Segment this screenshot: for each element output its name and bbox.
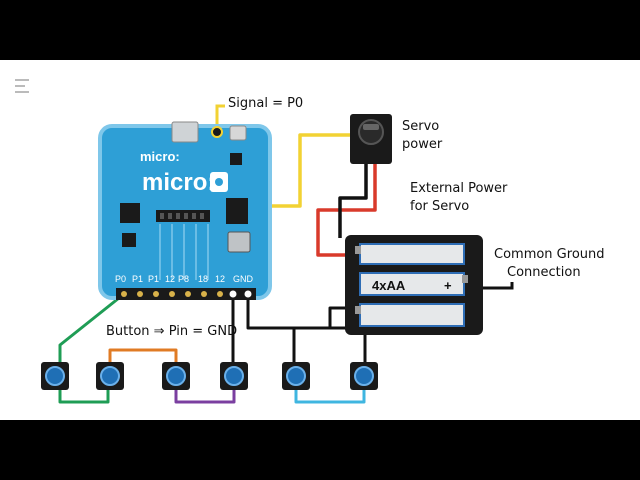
servo-label-line2: power: [402, 137, 443, 152]
common-ground-label-line2: Connection: [507, 265, 581, 280]
pin-label-p8: P8: [178, 274, 189, 284]
wiring-diagram: micro: micro: P0 P1 P1 12 P8 18 12 GND: [15, 79, 605, 404]
green-wire: [58, 292, 125, 404]
external-power-label-line2: for Servo: [410, 199, 469, 214]
purple-wire: [174, 390, 236, 404]
push-button-1: [41, 362, 69, 390]
push-buttons: [41, 362, 378, 390]
usb-port: [171, 121, 199, 143]
menu-icon: [15, 79, 29, 93]
pin-label-gnd: GND: [233, 274, 254, 284]
push-button-3: [162, 362, 190, 390]
battery-plus: +: [444, 278, 452, 293]
microbit-board: micro: micro: P0 P1 P1 12 P8 18 12 GND: [98, 121, 272, 300]
button-rule-label: Button ⇒ Pin = GND: [106, 324, 237, 339]
signal-wire: [250, 133, 352, 208]
pin-label-p1: P1: [132, 274, 143, 284]
small-chip-lower: [122, 233, 136, 247]
pin-label-12b: 12: [215, 274, 225, 284]
processor-chip: [226, 198, 248, 224]
signal-tick-wire: [215, 104, 225, 130]
push-button-2: [96, 362, 124, 390]
servo-motor: [350, 114, 392, 164]
servo-power-wire: [316, 160, 377, 257]
pin-label-12: 12: [165, 274, 175, 284]
orange-wire: [108, 348, 178, 364]
push-button-6: [350, 362, 378, 390]
button-b: [227, 231, 251, 253]
small-chip: [230, 153, 242, 165]
common-ground-wire: [480, 282, 514, 290]
diagram-canvas: micro: micro: P0 P1 P1 12 P8 18 12 GND: [0, 60, 640, 420]
pin-label-p0: P0: [115, 274, 126, 284]
signal-label: Signal = P0: [228, 96, 303, 111]
ground-bus-wire: [246, 294, 355, 330]
pin-header: [116, 288, 256, 300]
common-ground-label-line1: Common Ground: [494, 247, 605, 262]
servo-ground-wire: [338, 160, 368, 238]
pin-label-18: 18: [198, 274, 208, 284]
left-chip: [120, 203, 140, 223]
brand-small: micro:: [140, 149, 180, 164]
pin-label-p1b: P1: [148, 274, 159, 284]
push-button-5: [282, 362, 310, 390]
cyan-wire: [294, 390, 366, 404]
brand-large: micro:: [142, 169, 215, 196]
external-power-label-line1: External Power: [410, 181, 508, 196]
reset-button: [229, 125, 247, 141]
servo-label-line1: Servo: [402, 119, 439, 134]
push-button-4: [220, 362, 248, 390]
signal-pad: [211, 126, 223, 138]
battery-label: 4xAA: [372, 278, 406, 293]
battery-pack: 4xAA +: [345, 235, 483, 335]
